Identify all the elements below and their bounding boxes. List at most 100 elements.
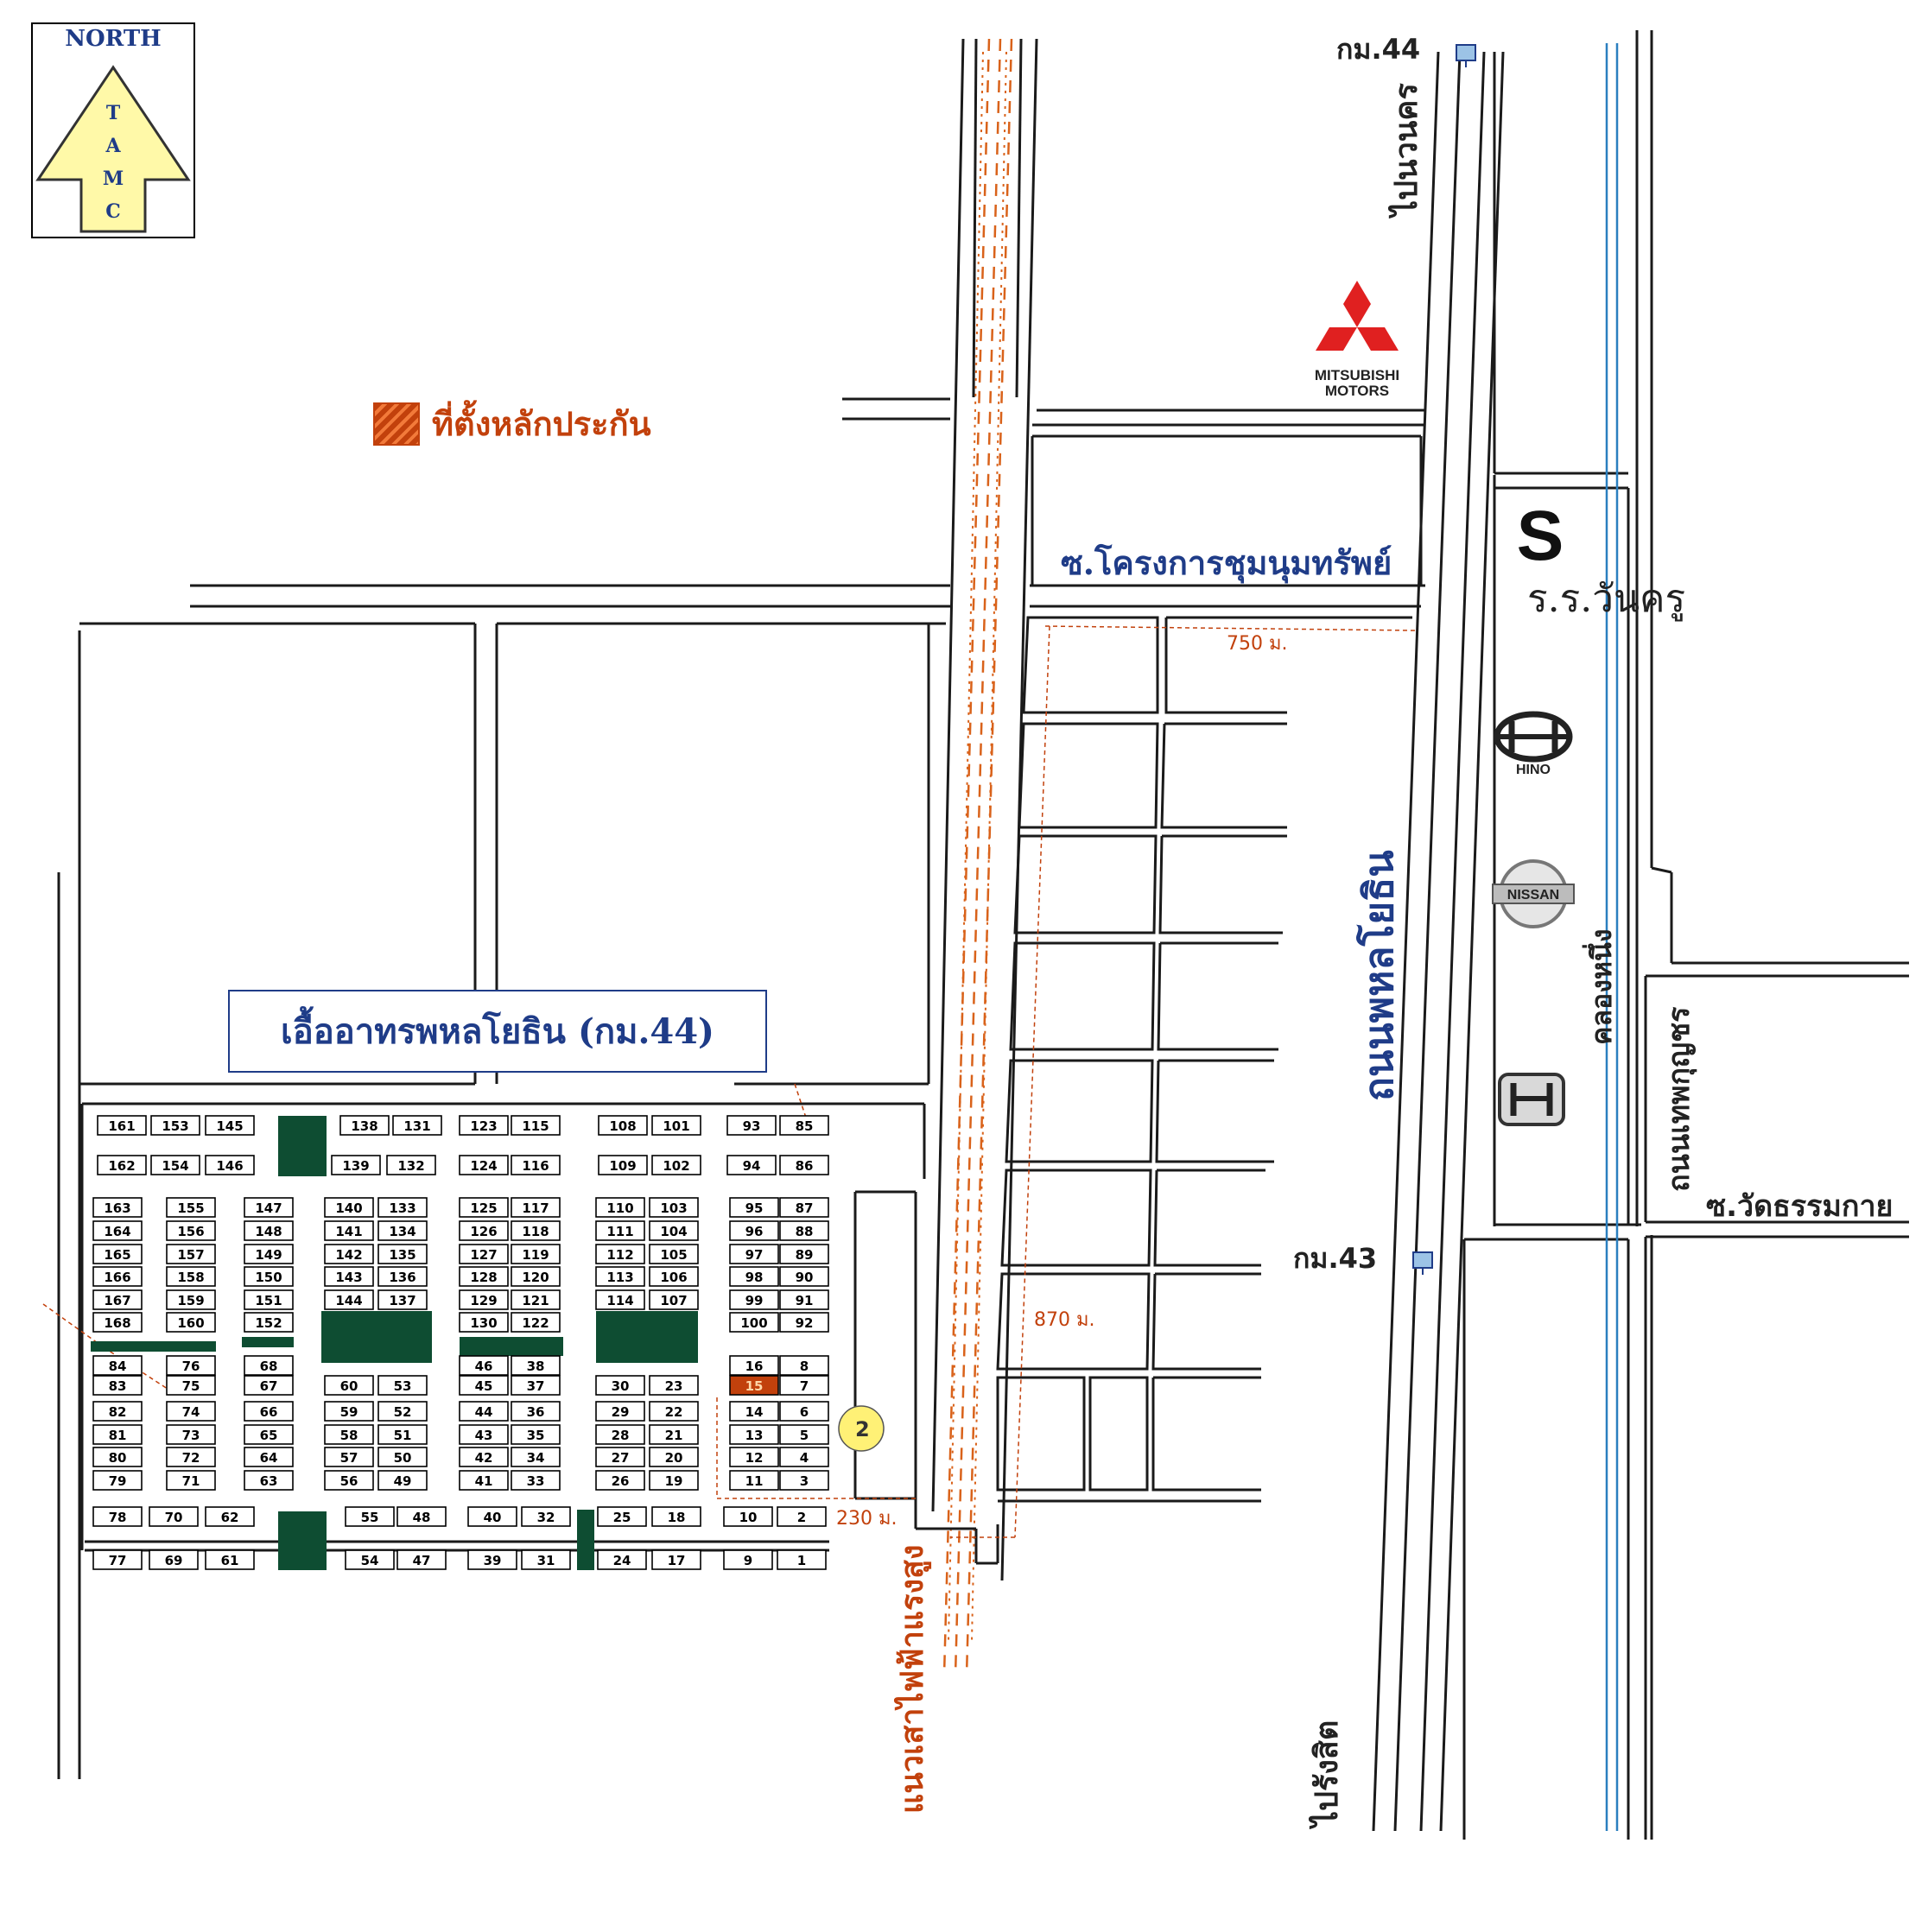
lot-number: 7: [800, 1378, 809, 1394]
lot-number: 54: [361, 1553, 379, 1568]
lot: 140: [324, 1197, 374, 1218]
lot-number: 155: [177, 1200, 204, 1216]
lot-number: 63: [260, 1473, 278, 1489]
lot-number: 50: [394, 1450, 412, 1466]
lot-number: 161: [108, 1118, 135, 1134]
lot: 7: [779, 1375, 829, 1396]
lot: 35: [511, 1424, 561, 1445]
lot-number: 66: [260, 1404, 278, 1420]
measurement-lines: [42, 625, 1416, 1538]
lot-number: 143: [335, 1270, 362, 1285]
lot: 121: [511, 1289, 561, 1310]
lot: 97: [729, 1244, 779, 1264]
lot: 53: [377, 1375, 428, 1396]
lot: 126: [459, 1220, 509, 1241]
power-line-dashes: [942, 38, 1013, 1676]
lot: 61: [205, 1549, 255, 1570]
lot-number: 21: [665, 1428, 683, 1443]
school-logo-icon: S: [1517, 497, 1564, 575]
project-title: เอื้ออาทรพหลโยธิน (กม.44): [228, 990, 767, 1073]
lot-number: 166: [104, 1270, 130, 1285]
lot-number: 157: [177, 1247, 204, 1263]
lot-number: 132: [397, 1158, 424, 1174]
lot-number: 36: [527, 1404, 545, 1420]
lot-number: 127: [470, 1247, 497, 1263]
lot: 118: [511, 1220, 561, 1241]
lot-number: 10: [739, 1510, 758, 1525]
lot-number: 71: [182, 1473, 200, 1489]
lot: 156: [166, 1220, 216, 1241]
lot: 160: [166, 1312, 216, 1333]
lot: 37: [511, 1375, 561, 1396]
lot: 19: [649, 1470, 699, 1491]
lot: 117: [511, 1197, 561, 1218]
lot: 67: [244, 1375, 294, 1396]
lot: 17: [651, 1549, 701, 1570]
lot-number: 167: [104, 1293, 130, 1308]
lot: 70: [149, 1506, 199, 1527]
lot-number: 78: [109, 1510, 127, 1525]
lot-number: 89: [796, 1247, 814, 1263]
lot: 66: [244, 1401, 294, 1422]
lot-number: 129: [470, 1293, 497, 1308]
lot: 132: [386, 1155, 436, 1175]
lot-number: 123: [470, 1118, 497, 1134]
lot: 44: [459, 1401, 509, 1422]
lot: 102: [651, 1155, 701, 1175]
lot: 52: [377, 1401, 428, 1422]
lot-number: 116: [522, 1158, 549, 1174]
lot-number: 109: [609, 1158, 636, 1174]
lot-number: 81: [109, 1428, 127, 1443]
lot: 138: [339, 1115, 390, 1136]
lot: 162: [97, 1155, 147, 1175]
lot: 143: [324, 1266, 374, 1287]
lot-number: 103: [660, 1200, 687, 1216]
lot: 21: [649, 1424, 699, 1445]
lot-number: 124: [470, 1158, 497, 1174]
lot: 119: [511, 1244, 561, 1264]
km43-label: กม.43: [1293, 1242, 1377, 1275]
lot-number: 29: [612, 1404, 630, 1420]
lot-number: 113: [606, 1270, 633, 1285]
lot: 68: [244, 1355, 294, 1376]
lot: 153: [150, 1115, 200, 1136]
lot-number: 115: [522, 1118, 549, 1134]
lot-number: 12: [745, 1450, 764, 1466]
lot: 16: [729, 1355, 779, 1376]
lot: 111: [595, 1220, 645, 1241]
lot-number: 144: [335, 1293, 362, 1308]
lot-number: 34: [527, 1450, 545, 1466]
lot: 91: [779, 1289, 829, 1310]
distance-230-label: 230 ม.: [836, 1508, 897, 1530]
east-blocks: [996, 616, 1412, 1503]
lot-number: 68: [260, 1359, 278, 1374]
lot-number: 38: [527, 1359, 545, 1374]
to-rangsit-label: ไปรังสิต: [1308, 1720, 1345, 1830]
lot-number: 110: [606, 1200, 633, 1216]
lot-number: 80: [109, 1450, 127, 1466]
lot: 122: [511, 1312, 561, 1333]
lot-number: 6: [800, 1404, 809, 1420]
lot: 104: [649, 1220, 699, 1241]
lot-number: 111: [606, 1224, 633, 1239]
lot: 94: [726, 1155, 777, 1175]
nissan-name: NISSAN: [1507, 888, 1559, 903]
lot: 107: [649, 1289, 699, 1310]
west-roads: [57, 622, 999, 1779]
lot-number: 73: [182, 1428, 200, 1443]
lot: 116: [511, 1155, 561, 1175]
north-letter-a: A: [105, 135, 121, 157]
lot-number: 75: [182, 1378, 200, 1394]
lot-number: 16: [745, 1359, 764, 1374]
thepkunchon-road: [1635, 30, 1909, 1840]
lot: 87: [779, 1197, 829, 1218]
distance-750-label: 750 ม.: [1227, 633, 1287, 655]
lot-number: 164: [104, 1224, 130, 1239]
lot: 72: [166, 1447, 216, 1467]
soi-wat-label: ซ.วัดธรรมกาย: [1706, 1189, 1893, 1224]
to-wanakhon-label: ไปนวนคร: [1387, 83, 1424, 219]
lot: 23: [649, 1375, 699, 1396]
lot-number: 31: [537, 1553, 555, 1568]
